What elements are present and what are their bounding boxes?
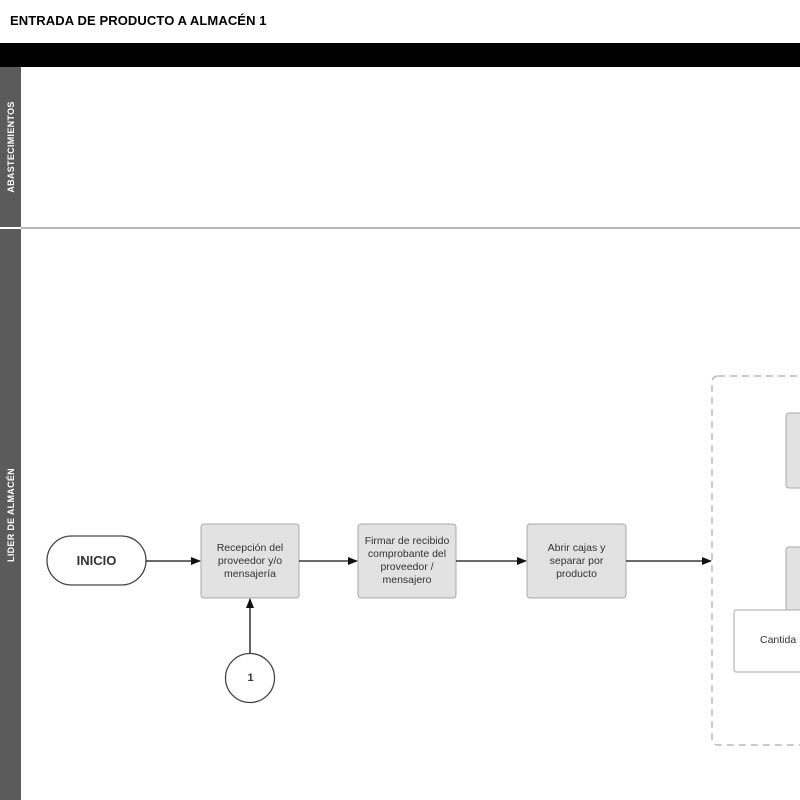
- partial-white-box: [733, 609, 800, 673]
- lane-divider: [21, 227, 800, 229]
- start-label: INICIO: [76, 553, 117, 568]
- diagram-title: ENTRADA DE PRODUCTO A ALMACÉN 1: [10, 13, 267, 28]
- partial-box-label: Cantida: [760, 633, 797, 646]
- lane-label-abastecimientos: ABASTECIMIENTOS: [0, 67, 21, 227]
- connector-circle: [224, 652, 276, 704]
- step-label-firmar: Firmar de recibido comprobante del prove…: [364, 535, 450, 586]
- connector-label: 1: [247, 672, 254, 684]
- group-container: [711, 375, 800, 746]
- step-label-recepcion: Recepción del proveedor y/o mensajería: [216, 541, 284, 580]
- lane-label-lider-almacen: LIDER DE ALMACÉN: [0, 229, 21, 800]
- partial-process-box-middle: [785, 546, 800, 623]
- partial-process-box-top: [785, 412, 800, 489]
- header-bar: [0, 43, 800, 67]
- step-label-abrir: Abrir cajas y separar por producto: [547, 541, 606, 580]
